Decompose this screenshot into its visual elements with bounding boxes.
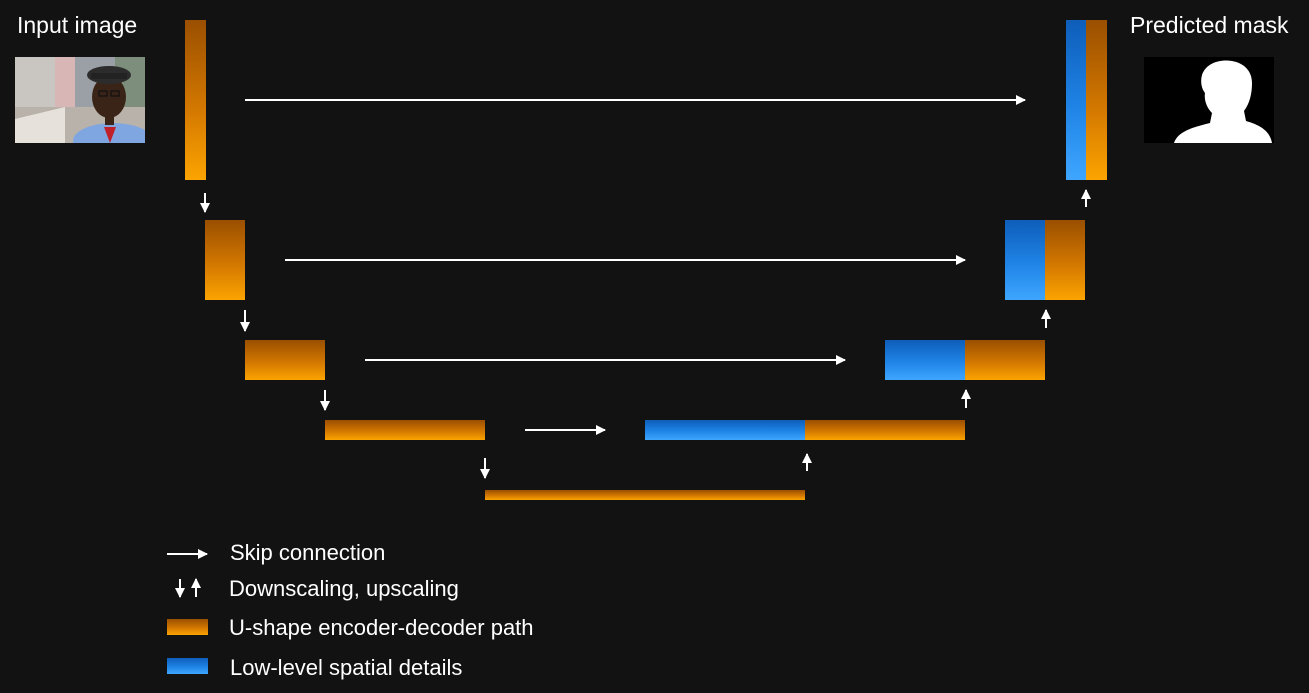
legend-scaling-label: Downscaling, upscaling bbox=[229, 576, 459, 601]
predicted-mask-label: Predicted mask bbox=[1130, 12, 1289, 38]
bottleneck-block bbox=[485, 490, 805, 500]
input-image bbox=[15, 57, 145, 143]
decoder-3-spatial-block bbox=[885, 340, 965, 380]
encoder-block-3 bbox=[245, 340, 325, 380]
decoder-2-path-block bbox=[1045, 220, 1085, 300]
decoder-1-path-block bbox=[1086, 20, 1107, 180]
decoder-1-spatial-block bbox=[1066, 20, 1086, 180]
legend-spatial-details-label: Low-level spatial details bbox=[230, 655, 463, 680]
encoder-block-4 bbox=[325, 420, 485, 440]
mask-silhouette-icon bbox=[1174, 60, 1272, 143]
decoder-4-path-block bbox=[805, 420, 965, 440]
legend-orange-swatch bbox=[167, 619, 208, 635]
decoder-2-spatial-block bbox=[1005, 220, 1045, 300]
encoder-block-1 bbox=[185, 20, 206, 180]
decoder-4-spatial-block bbox=[645, 420, 805, 440]
predicted-mask-image bbox=[1144, 57, 1274, 143]
photo-person-icon bbox=[15, 57, 145, 143]
legend-skip-connection-label: Skip connection bbox=[230, 540, 386, 565]
legend-blue-swatch bbox=[167, 658, 208, 674]
input-image-label: Input image bbox=[17, 12, 138, 38]
encoder-block-2 bbox=[205, 220, 245, 300]
legend-encoder-decoder-label: U-shape encoder-decoder path bbox=[229, 615, 534, 640]
decoder-3-path-block bbox=[965, 340, 1045, 380]
